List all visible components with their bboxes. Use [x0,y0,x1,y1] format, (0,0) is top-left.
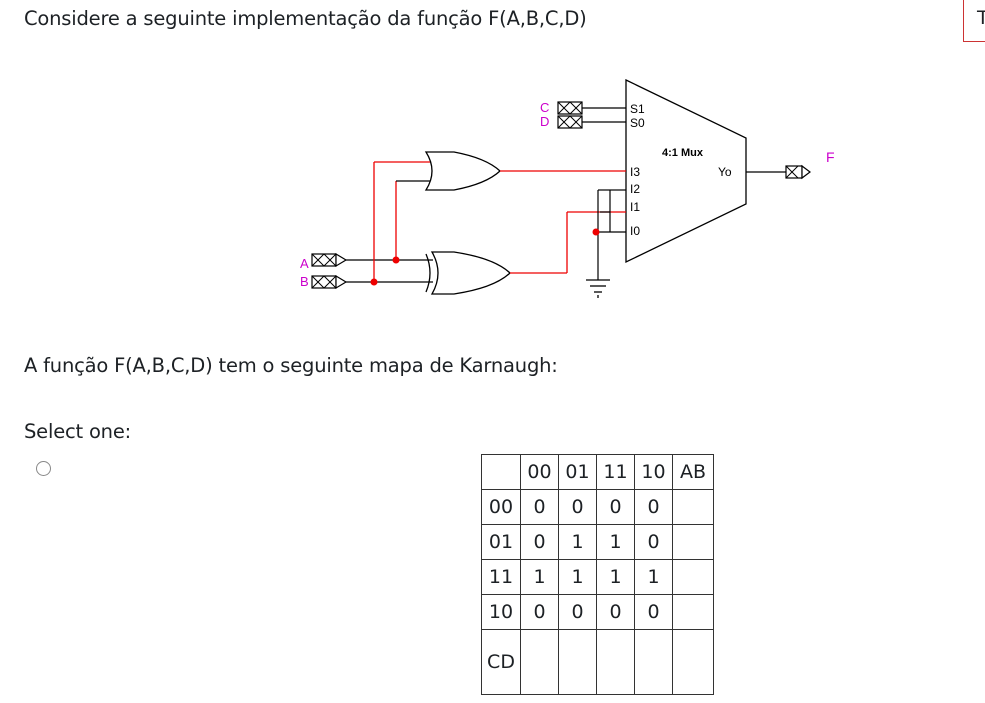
label-f: F [826,149,835,165]
pin-i0: I0 [630,224,640,238]
pin-i2: I2 [630,182,640,196]
label-b: B [300,274,309,289]
kmap-cell: 0 [634,489,673,525]
pin-i3: I3 [630,165,640,179]
kmap-footer-cell [558,629,597,695]
mux-4to1 [625,78,747,264]
answer-radio[interactable] [36,461,51,476]
kmap-footer-cell [634,629,673,695]
kmap-cell [672,559,714,595]
junction-dot [392,256,400,264]
kmap-cell: 0 [520,489,559,525]
kmap-cell: 1 [558,524,597,560]
circuit-diagram: C D S1 S0 4:1 Mux I3 I2 I1 I0 Yo F A B [300,78,835,298]
input-pin-d [557,115,583,129]
edge-text: T [977,7,985,29]
kmap-cell [672,524,714,560]
input-pin-c [557,101,583,115]
junction-dot [592,228,600,236]
kmap-row: 10 0 0 0 0 [481,594,714,630]
junction-dot [370,278,378,286]
kmap-row-label: 01 [481,524,521,560]
kmap-cell: 1 [596,559,635,595]
label-d: D [540,114,549,129]
kmap-row: 00 0 0 0 0 [481,489,714,525]
kmap-footer-cell [520,629,559,695]
map-text: A função F(A,B,C,D) tem o seguinte mapa … [24,354,558,377]
kmap-cell [672,594,714,630]
label-a: A [300,256,309,271]
kmap-header-cell: 00 [520,454,559,490]
karnaugh-map: 00 01 11 10 AB 00 0 0 0 0 01 0 1 1 0 11 … [481,454,714,695]
kmap-footer-cell [596,629,635,695]
kmap-cell: 1 [558,559,597,595]
kmap-row-label: 00 [481,489,521,525]
edge-panel: T [963,0,985,42]
select-one-label: Select one: [24,420,132,443]
label-c: C [540,100,549,115]
input-pin-a [311,253,337,267]
kmap-footer-cell [672,629,714,695]
kmap-cell: 0 [520,524,559,560]
kmap-cell: 1 [520,559,559,595]
kmap-footer-row: CD [481,629,714,695]
kmap-row: 01 0 1 1 0 [481,524,714,560]
kmap-header-row: 00 01 11 10 AB [481,454,714,490]
pin-s0: S0 [630,116,645,130]
kmap-cell: 0 [520,594,559,630]
kmap-row-label: 10 [481,594,521,630]
kmap-cell: 0 [558,594,597,630]
kmap-cell: 0 [634,594,673,630]
mux-label: 4:1 Mux [662,147,704,159]
question-text: Considere a seguinte implementação da fu… [24,7,587,30]
pin-yo: Yo [718,165,732,179]
kmap-cell: 0 [596,594,635,630]
kmap-header-cell: 10 [634,454,673,490]
kmap-cell: 1 [634,559,673,595]
kmap-row-label: 11 [481,559,521,595]
kmap-row: 11 1 1 1 1 [481,559,714,595]
kmap-header-cell: 11 [596,454,635,490]
kmap-footer-cell: CD [481,629,521,695]
kmap-cell: 0 [634,524,673,560]
kmap-cell [672,489,714,525]
kmap-header-cell: AB [672,454,714,490]
kmap-cell: 0 [558,489,597,525]
kmap-cell: 0 [596,489,635,525]
kmap-cell: 1 [596,524,635,560]
or-gate [424,151,501,191]
pin-i1: I1 [630,200,640,214]
xor-gate [430,251,511,295]
input-pin-b [311,275,337,289]
kmap-header-cell: 01 [558,454,597,490]
output-pin-f [801,164,811,180]
pin-s1: S1 [630,102,645,116]
kmap-header-cell [481,454,521,490]
